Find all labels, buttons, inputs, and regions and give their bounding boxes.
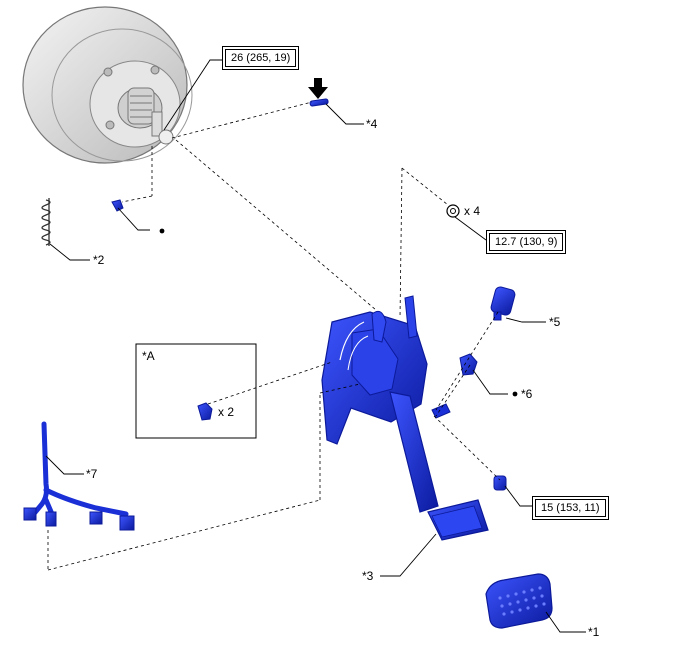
torque-box-nut: 12.7 (130, 9)	[486, 230, 567, 254]
callout-6: *6	[521, 387, 533, 401]
callout-5: *5	[549, 315, 561, 329]
callout-4: *4	[366, 117, 378, 131]
torque-value-nut: 12.7 (130, 9)	[489, 233, 564, 251]
callout-1: *1	[588, 625, 600, 639]
down-arrow-icon	[308, 78, 328, 99]
harness-connectors	[23, 507, 135, 531]
quantity-clip-x2: x 2	[218, 405, 234, 419]
torque-value-booster: 26 (265, 19)	[225, 49, 297, 67]
bolt-part	[493, 475, 507, 491]
torque-box-bolt: 15 (153, 11)	[532, 496, 609, 520]
clip-part	[111, 199, 124, 212]
bullet-marker-clip	[159, 228, 165, 234]
wire-harness	[29, 421, 129, 519]
clip-in-box	[197, 402, 213, 421]
pedal-pad	[485, 573, 553, 629]
quantity-nut-x4: x 4	[464, 204, 480, 218]
assembly-lines	[47, 101, 501, 571]
callout-a: *A	[142, 349, 155, 363]
brake-booster	[22, 6, 193, 164]
pin-part	[309, 98, 329, 107]
return-spring	[41, 198, 51, 246]
callout-7: *7	[86, 467, 98, 481]
callout-3: *3	[362, 569, 374, 583]
inset-box-a	[135, 343, 257, 439]
callout-2: *2	[93, 253, 105, 267]
bullet-marker-6	[512, 391, 518, 397]
brake-pedal-assembly	[321, 295, 489, 541]
torque-value-bolt: 15 (153, 11)	[535, 499, 606, 517]
stop-lamp-switch	[490, 286, 516, 321]
nut-icon	[446, 204, 460, 218]
cushion-part	[459, 353, 478, 376]
torque-box-booster: 26 (265, 19)	[222, 46, 300, 70]
leader-lines	[45, 59, 586, 633]
